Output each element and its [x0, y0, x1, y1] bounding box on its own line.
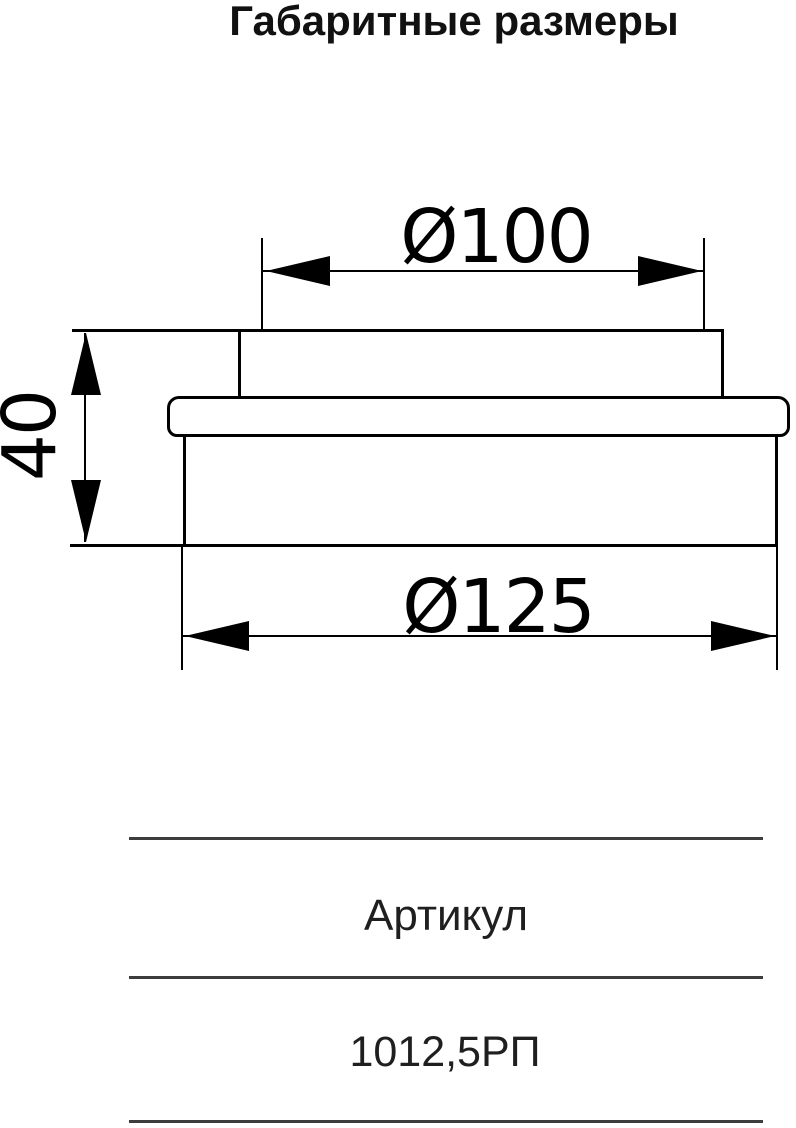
dim-height-extension-line-bottom: [70, 544, 186, 547]
page-title: Габаритные размеры: [229, 0, 679, 44]
dim-label-height: 40: [0, 390, 73, 482]
arrow-down-icon: [71, 480, 101, 542]
reducer-lower-body-outline: [183, 437, 778, 547]
dim-label-top-diameter: Ø100: [400, 194, 593, 280]
dim-top-extension-line-left: [261, 238, 263, 330]
dim-top-extension-line-right: [703, 238, 705, 330]
dim-height-extension-line-top: [72, 329, 240, 332]
dim-top-dimension-line: [263, 270, 704, 272]
arrow-up-icon: [71, 333, 101, 395]
arrow-left-icon: [185, 621, 249, 651]
arrow-left-icon: [266, 256, 330, 286]
dim-bottom-dimension-line: [183, 635, 777, 637]
table-rule-top: [129, 837, 763, 840]
reducer-flange-outline: [167, 396, 790, 437]
dim-height-dimension-line: [84, 333, 86, 542]
arrow-right-icon: [638, 256, 702, 286]
dim-bottom-extension-line-right: [776, 547, 778, 670]
table-rule-middle: [129, 976, 763, 979]
table-rule-bottom: [129, 1120, 763, 1123]
table-value-artikul: 1012,5РП: [349, 1028, 541, 1076]
reducer-top-spigot-outline: [238, 329, 724, 397]
dim-label-bottom-diameter: Ø125: [402, 564, 595, 650]
table-header-artikul: Артикул: [363, 891, 529, 940]
arrow-right-icon: [711, 621, 775, 651]
dim-bottom-extension-line-left: [181, 547, 183, 670]
